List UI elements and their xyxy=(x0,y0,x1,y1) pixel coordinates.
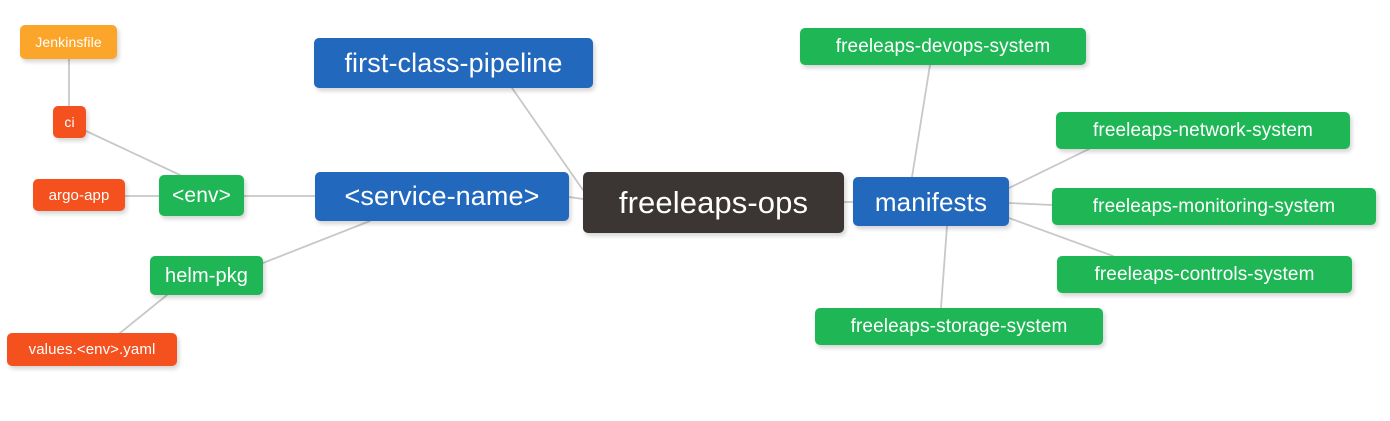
edge-freeleaps-ops-to-service-name xyxy=(568,196,584,200)
node-label: freeleaps-network-system xyxy=(1093,120,1313,141)
mindmap-node-freeleaps-ops[interactable]: freeleaps-ops xyxy=(583,172,844,233)
edge-manifests-to-network-system xyxy=(1008,148,1090,189)
node-label: freeleaps-storage-system xyxy=(850,316,1068,337)
edge-helm-pkg-to-values-yaml xyxy=(119,294,168,334)
edge-manifests-to-devops-system xyxy=(911,64,931,178)
node-label: manifests xyxy=(874,186,988,217)
mindmap-node-monitoring-system[interactable]: freeleaps-monitoring-system xyxy=(1052,188,1376,225)
mindmap-node-first-class-pipeline[interactable]: first-class-pipeline xyxy=(314,38,593,88)
node-label: Jenkinsfile xyxy=(35,34,102,50)
mindmap-node-devops-system[interactable]: freeleaps-devops-system xyxy=(800,28,1086,65)
node-label: values.<env>.yaml xyxy=(28,341,156,358)
mindmap-node-values-yaml[interactable]: values.<env>.yaml xyxy=(7,333,177,366)
node-label: freeleaps-monitoring-system xyxy=(1092,196,1336,217)
mindmap-node-service-name[interactable]: <service-name> xyxy=(315,172,569,221)
mindmap-node-argo-app[interactable]: argo-app xyxy=(33,179,125,211)
node-label: <service-name> xyxy=(344,181,540,211)
mindmap-node-jenkinsfile[interactable]: Jenkinsfile xyxy=(20,25,117,59)
edge-service-name-to-helm-pkg xyxy=(262,220,371,264)
node-label: freeleaps-ops xyxy=(618,185,809,220)
mindmap-node-helm-pkg[interactable]: helm-pkg xyxy=(150,256,263,295)
edge-manifests-to-storage-system xyxy=(940,225,948,309)
mindmap-node-network-system[interactable]: freeleaps-network-system xyxy=(1056,112,1350,149)
node-label: argo-app xyxy=(48,186,110,204)
node-label: ci xyxy=(64,114,75,130)
node-label: first-class-pipeline xyxy=(344,47,563,78)
node-label: freeleaps-devops-system xyxy=(835,36,1051,57)
mindmap-node-ci[interactable]: ci xyxy=(53,106,86,138)
node-label: helm-pkg xyxy=(164,264,249,287)
node-label: freeleaps-controls-system xyxy=(1094,264,1315,285)
mindmap-node-storage-system[interactable]: freeleaps-storage-system xyxy=(815,308,1103,345)
node-label: <env> xyxy=(172,184,231,207)
edge-env-to-ci xyxy=(85,130,181,176)
edge-manifests-to-monitoring-system xyxy=(1008,202,1053,206)
mindmap-node-controls-system[interactable]: freeleaps-controls-system xyxy=(1057,256,1352,293)
mindmap-node-env[interactable]: <env> xyxy=(159,175,244,216)
mindmap-node-manifests[interactable]: manifests xyxy=(853,177,1009,226)
